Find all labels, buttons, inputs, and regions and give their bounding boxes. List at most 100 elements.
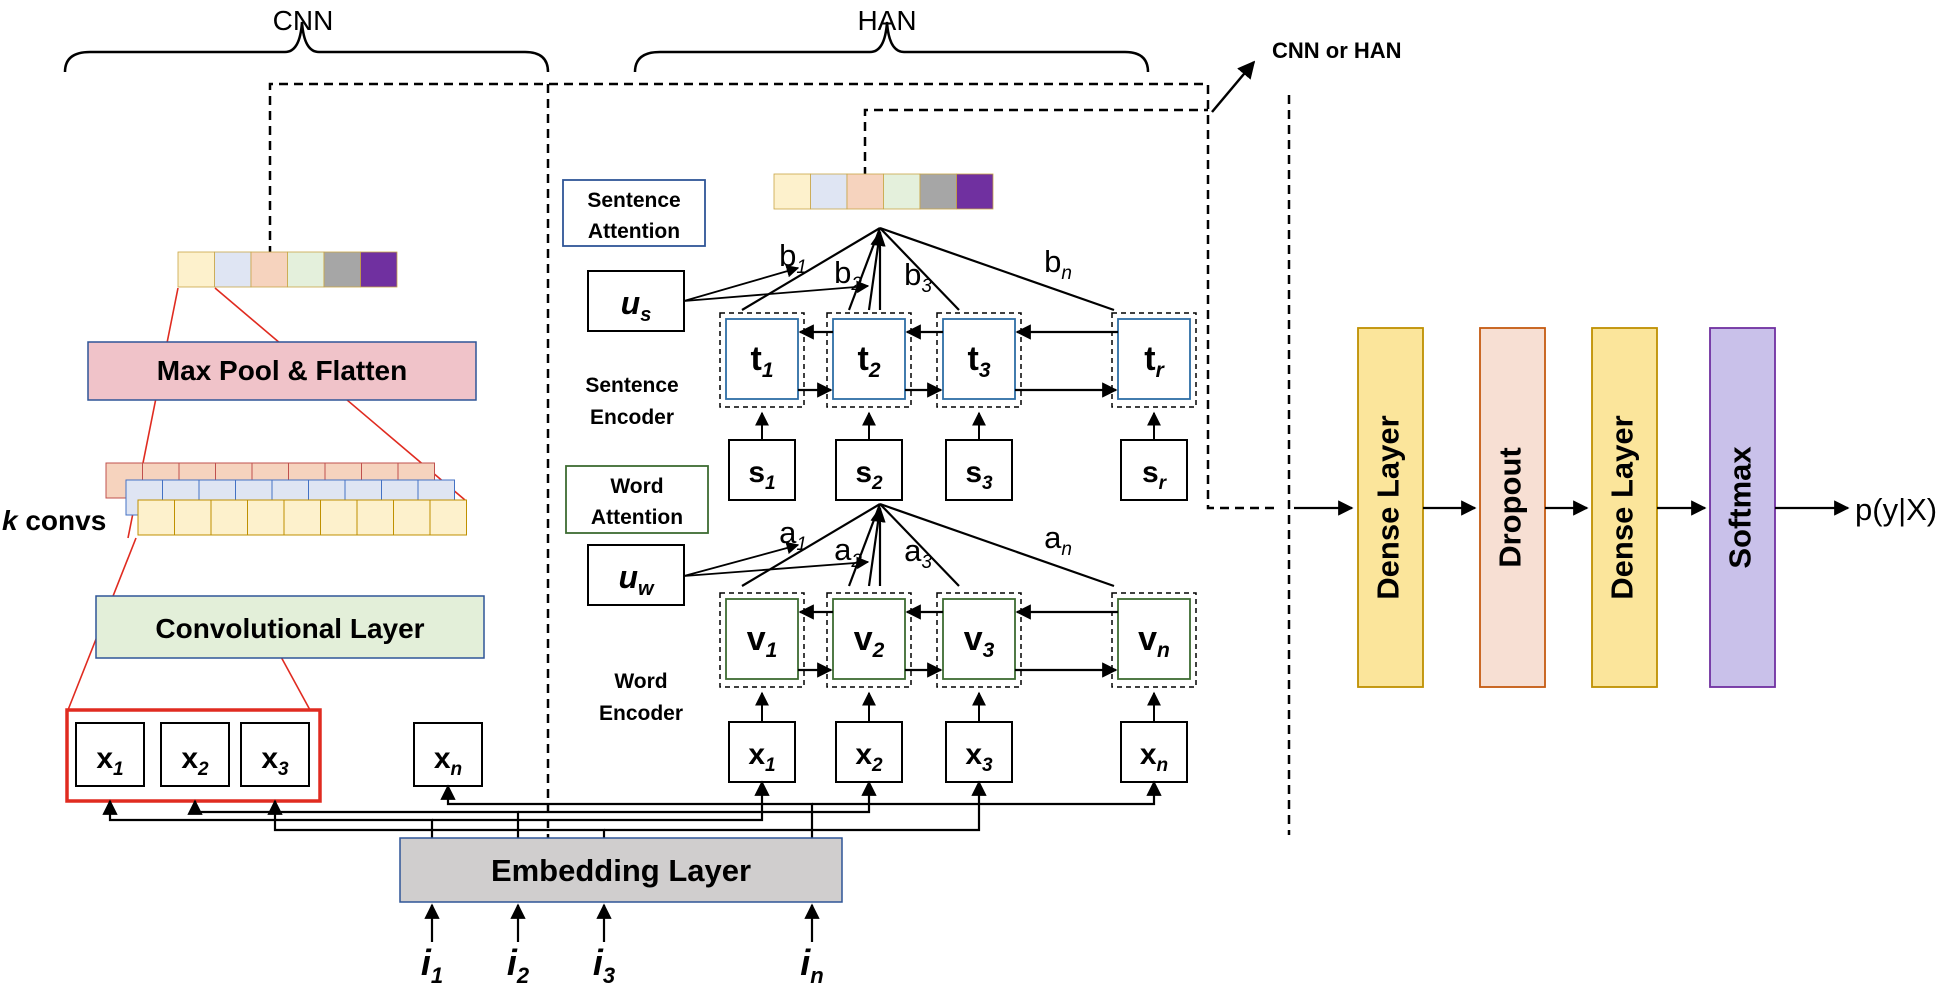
sentence-weight-label: b1: [779, 238, 807, 278]
classifier-layer-box: [1479, 327, 1546, 688]
embedding-wire: [187, 799, 520, 838]
han-feature-cell: [846, 173, 884, 210]
cnn-feature-cell: [360, 251, 398, 288]
word-input-label: x3: [965, 738, 993, 776]
dashed-connectors: [268, 82, 1291, 840]
conv-map-cell: [210, 499, 248, 536]
han-section-label: HAN: [857, 5, 916, 36]
convolutional-layer-box: [95, 595, 485, 659]
cnn-input-label: x3: [261, 742, 289, 780]
embedding-layer-box: [399, 837, 843, 903]
word-attention-label-2: Attention: [591, 506, 683, 529]
cnn-brace: [63, 21, 550, 73]
sentence-input-label: s3: [965, 456, 993, 494]
conv-map-cell: [137, 499, 175, 536]
word-u-arrow: [683, 556, 870, 577]
conv-map-cell: [320, 499, 358, 536]
sentence-encoder-node: [942, 318, 1016, 400]
embedding-wire: [432, 780, 770, 822]
max-pool-flatten-box: [87, 341, 477, 401]
word-encoder-node: [1117, 598, 1191, 680]
conv-map-cell: [247, 499, 285, 536]
classifier-layer-label: Dense Layer: [1605, 415, 1640, 599]
sentence-encoder-label-2: Encoder: [590, 406, 674, 429]
word-attention-line: [879, 503, 960, 587]
classifier-layer-label: Dense Layer: [1371, 415, 1406, 599]
cnn-feature-cell: [323, 251, 361, 288]
embedding-wires: [102, 780, 1162, 838]
sentence-input-node: [1120, 439, 1188, 501]
cnn-input-node: [160, 722, 230, 787]
k-convs-stack: [105, 462, 467, 536]
han-feature-cell: [956, 173, 994, 210]
conv-map-cell: [393, 499, 431, 536]
word-encoder-cell-outline: [936, 592, 1022, 688]
cnn-input-label: x2: [181, 742, 209, 780]
word-attention-label-1: Word: [610, 475, 663, 498]
sentence-encoder-node: [1117, 318, 1191, 400]
embedding-wire: [267, 799, 606, 838]
embedding-wire: [812, 780, 1162, 806]
word-encoder-cell-outline: [826, 592, 912, 688]
sentence-input-label: s2: [855, 456, 883, 494]
sentence-attention-label-1: Sentence: [587, 189, 680, 212]
word-input-node: [945, 721, 1013, 783]
embedding-wire: [102, 799, 434, 838]
sentence-attention-label-2: Attention: [588, 220, 680, 243]
word-input-label: xn: [1140, 738, 1168, 776]
sentence-weight-label: b3: [904, 257, 932, 297]
sentence-input-label: sr: [1142, 456, 1168, 494]
word-encoder-label-1: Word: [614, 670, 667, 693]
classifier-layer-label: Softmax: [1723, 446, 1758, 569]
han-feature-cell: [810, 173, 848, 210]
sentence-weight-label: bn: [1044, 244, 1072, 284]
word-input-label: x2: [855, 738, 883, 776]
word-input-label: x1: [748, 738, 775, 776]
word-weight-label: a3: [904, 533, 932, 573]
han-feature-cell: [883, 173, 921, 210]
sentence-input-node: [945, 439, 1013, 501]
embedding-layer-label: Embedding Layer: [491, 853, 751, 888]
word-attention-box: [565, 465, 709, 534]
sentence-encoder-cell-outline: [826, 312, 912, 408]
word-attention-line: [879, 502, 1115, 588]
cnn-feature-cell: [214, 251, 252, 288]
cnn-feature-cell: [177, 251, 215, 288]
output-label: p(y|X): [1855, 492, 1937, 527]
word-weight-label: an: [1044, 520, 1072, 560]
convolutional-layer-label: Convolutional Layer: [155, 613, 424, 644]
sentence-encoder-label-1: Sentence: [585, 374, 678, 397]
sentence-attention-arrow: [867, 230, 886, 311]
sentence-u-arrow: [683, 265, 800, 302]
word-attention-arrow: [867, 506, 886, 587]
sentence-encoder-cell-outline: [936, 312, 1022, 408]
classifier-layer-box: [1357, 327, 1424, 688]
sentence-input-label: s1: [748, 456, 775, 494]
conv-map-cell: [356, 499, 394, 536]
cnn-section-label: CNN: [273, 5, 334, 36]
han-feature-cell: [919, 173, 957, 210]
sentence-encoder-label: t2: [857, 340, 880, 382]
sentence-encoder-node: [725, 318, 799, 400]
cnn-input-label: x1: [96, 742, 123, 780]
word-encoder-node: [832, 598, 906, 680]
han-feature-vector: [773, 173, 994, 210]
us-vector-label: us: [621, 285, 652, 326]
classifier-layer-label: Dropout: [1493, 447, 1528, 568]
sentence-encoder-cell-outline: [719, 312, 805, 408]
sentence-encoder-label: t3: [967, 340, 990, 382]
cnn-input-node: [240, 722, 310, 787]
word-u-arrow: [683, 541, 800, 577]
us-vector-box: [587, 270, 685, 332]
word-attention-line: [741, 503, 881, 587]
embedding-input-label: in: [800, 942, 823, 986]
sentence-encoder-node: [832, 318, 906, 400]
sentence-attention-line: [741, 227, 881, 311]
cnn-input-label: xn: [434, 742, 462, 780]
classifier-layer-box: [1591, 327, 1658, 688]
cnn-input-nodes: x1 x2 x3 xn: [75, 722, 483, 787]
word-encoder-label: vn: [1138, 620, 1170, 662]
sentence-attention-box: [562, 179, 706, 247]
